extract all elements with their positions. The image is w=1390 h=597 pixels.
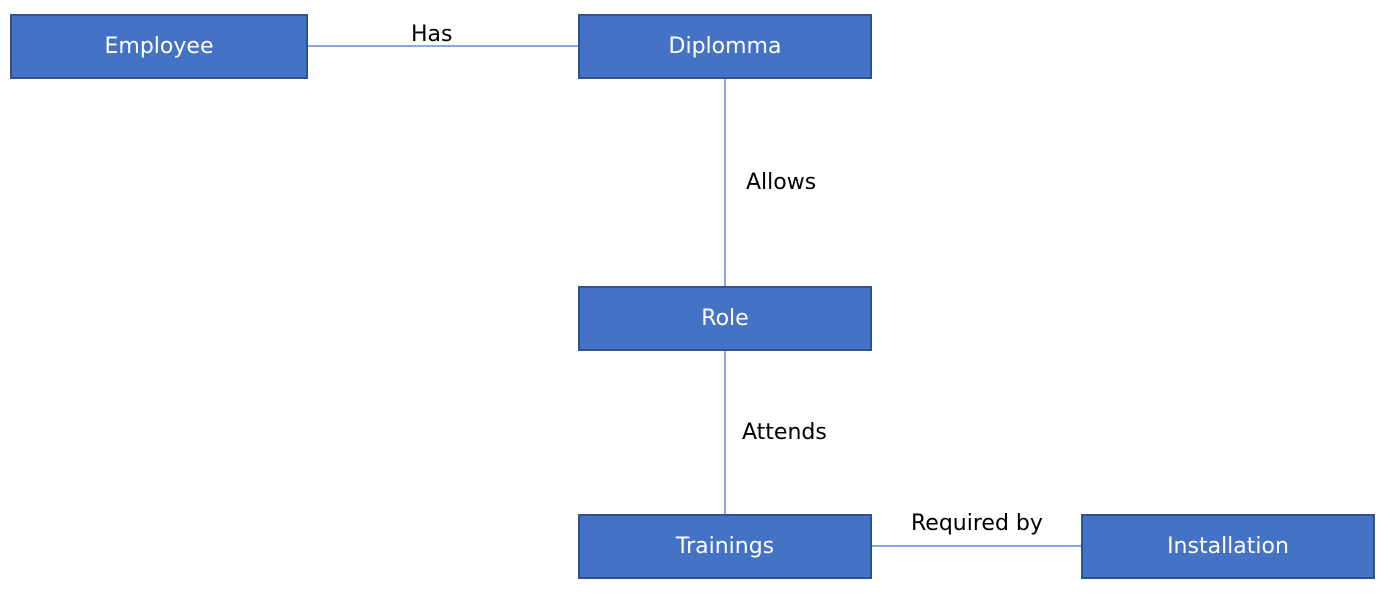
node-diplomma-label: Diplomma (668, 34, 782, 59)
edge-label-allows: Allows (746, 170, 817, 195)
node-role-label: Role (701, 306, 749, 331)
node-diplomma[interactable]: Diplomma (578, 14, 872, 79)
edge-label-required-by: Required by (911, 511, 1043, 536)
node-installation[interactable]: Installation (1081, 514, 1375, 579)
node-employee[interactable]: Employee (10, 14, 308, 79)
node-installation-label: Installation (1167, 534, 1289, 559)
node-trainings[interactable]: Trainings (578, 514, 872, 579)
node-employee-label: Employee (104, 34, 214, 59)
edge-label-attends: Attends (742, 420, 827, 445)
edge-label-has: Has (411, 22, 453, 47)
node-trainings-label: Trainings (675, 534, 775, 559)
node-role[interactable]: Role (578, 286, 872, 351)
